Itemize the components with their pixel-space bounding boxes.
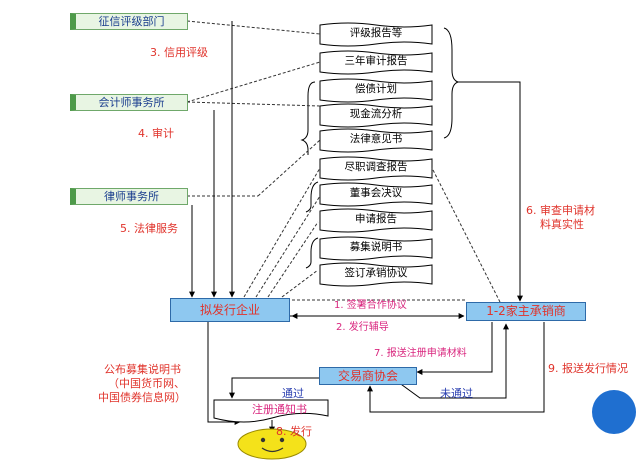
rating-agency-box: 征信评级部门	[70, 13, 188, 30]
document-shape	[319, 262, 433, 287]
document-label: 法律意见书	[349, 133, 403, 145]
document-shape	[319, 22, 433, 47]
document-shape	[319, 78, 433, 103]
left-brace-2	[305, 181, 319, 213]
step-5-label: 5. 法律服务	[120, 222, 178, 235]
step-4-label: 4. 审计	[138, 127, 174, 140]
blue-circle-icon	[592, 390, 636, 434]
document-label: 签订承销协议	[344, 267, 408, 279]
step-8-label: 8. 发行	[276, 425, 312, 438]
document-label: 三年审计报告	[344, 55, 408, 67]
publish-line-1: 公布募集说明书	[104, 363, 181, 376]
smiley-face-icon	[237, 428, 307, 460]
fail-label: 未通过	[440, 387, 473, 400]
document-shape	[319, 182, 433, 207]
notice-doc-shape	[213, 399, 329, 423]
document-label: 募集说明书	[349, 241, 403, 253]
notice-label: 注册通知书	[252, 403, 307, 416]
publish-line-3: 中国债券信息网）	[98, 391, 186, 404]
accounting-firm-box: 会计师事务所	[70, 94, 188, 111]
document-shape	[319, 50, 433, 75]
step-6-label-line2: 料真实性	[540, 218, 584, 231]
document-label: 现金流分析	[349, 108, 403, 120]
document-label: 评级报告等	[349, 27, 403, 39]
pass-label: 通过	[282, 387, 304, 400]
document-label: 董事会决议	[349, 187, 403, 199]
document-label: 申请报告	[355, 213, 397, 225]
document-shape	[319, 236, 433, 261]
left-brace-3	[305, 237, 319, 269]
step-9-label: 9. 报送发行情况	[548, 362, 628, 375]
issuer-box: 拟发行企业	[170, 298, 290, 322]
document-shape	[319, 103, 433, 128]
step-3-label: 3. 信用评级	[150, 46, 208, 59]
document-shape	[319, 128, 433, 153]
left-brace-1	[300, 81, 316, 155]
underwriter-box: 1-2家主承销商	[466, 302, 586, 321]
document-label: 偿债计划	[355, 83, 397, 95]
step-6-label-line1: 6. 审查申请材	[526, 204, 595, 217]
step-7-label: 7. 报送注册申请材料	[374, 348, 467, 359]
document-shape	[319, 208, 433, 233]
law-firm-box: 律师事务所	[70, 188, 188, 205]
publish-line-2: （中国货币网、	[108, 377, 185, 390]
association-box: 交易商协会	[319, 367, 417, 385]
document-shapes	[319, 22, 433, 287]
step-2-label: 2. 发行辅导	[336, 322, 389, 333]
right-brace	[443, 27, 460, 139]
document-label: 尽职调查报告	[344, 161, 408, 173]
document-shape	[319, 156, 433, 181]
step-1-label: 1. 签署合作协议	[334, 300, 407, 311]
